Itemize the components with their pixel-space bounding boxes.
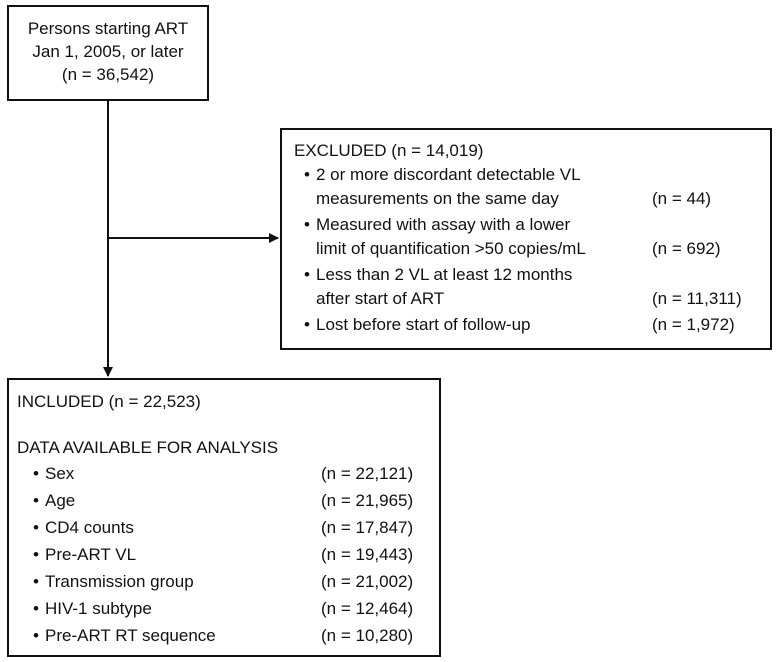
included-box: INCLUDED (n = 22,523) DATA AVAILABLE FOR… <box>7 378 441 657</box>
data-item-count: (n = 12,464) <box>321 599 414 618</box>
data-item: • Sex (n = 22,121) <box>17 460 439 487</box>
bullet: • <box>33 626 39 645</box>
excluded-item-line-1: Less than 2 VL at least 12 months <box>316 265 573 284</box>
excluded-item-count: (n = 44) <box>652 189 712 208</box>
excluded-item: • Less than 2 VL at least 12 months afte… <box>294 263 770 311</box>
excluded-item-line-2: limit of quantification >50 copies/mL <box>316 239 586 258</box>
excluded-item-count: (n = 11,311) <box>652 289 742 308</box>
excluded-item-count: (n = 692) <box>652 239 721 258</box>
bullet: • <box>304 265 310 284</box>
excluded-title: EXCLUDED (n = 14,019) <box>294 141 484 160</box>
start-box: Persons starting ART Jan 1, 2005, or lat… <box>7 5 209 101</box>
included-title: INCLUDED (n = 22,523) <box>17 392 201 411</box>
data-available-heading: DATA AVAILABLE FOR ANALYSIS <box>17 438 279 457</box>
bullet: • <box>33 518 39 537</box>
bullet: • <box>33 599 39 618</box>
bullet: • <box>304 315 310 334</box>
data-item: • CD4 counts (n = 17,847) <box>17 514 439 541</box>
data-item-count: (n = 19,443) <box>321 545 414 564</box>
data-item-label: CD4 counts <box>45 518 134 537</box>
data-item-count: (n = 10,280) <box>321 626 414 645</box>
excluded-item-line-2: measurements on the same day <box>316 189 559 208</box>
excluded-item: • 2 or more discordant detectable VL mea… <box>294 163 770 211</box>
excluded-box: EXCLUDED (n = 14,019) • 2 or more discor… <box>280 128 772 350</box>
data-item-label: Sex <box>45 464 75 483</box>
excluded-item-line-1: Measured with assay with a lower <box>316 215 571 234</box>
data-item: • Pre-ART VL (n = 19,443) <box>17 541 439 568</box>
start-line-1: Persons starting ART <box>27 19 189 38</box>
bullet: • <box>33 464 39 483</box>
data-item-label: Pre-ART RT sequence <box>45 626 216 645</box>
bullet: • <box>304 215 310 234</box>
excluded-item-count: (n = 1,972) <box>652 315 735 334</box>
data-item-count: (n = 21,965) <box>321 491 414 510</box>
data-item: • Age (n = 21,965) <box>17 487 439 514</box>
data-item-label: Pre-ART VL <box>45 545 137 564</box>
bullet: • <box>33 545 39 564</box>
excluded-item: • Lost before start of follow-up (n = 1,… <box>294 313 770 337</box>
data-item: • HIV-1 subtype (n = 12,464) <box>17 595 439 622</box>
data-item: • Transmission group (n = 21,002) <box>17 568 439 595</box>
start-line-3: (n = 36,542) <box>61 65 155 84</box>
data-item-label: HIV-1 subtype <box>45 599 152 618</box>
bullet: • <box>304 165 310 184</box>
data-item-count: (n = 22,121) <box>321 464 414 483</box>
data-item-label: Age <box>45 491 76 510</box>
bullet: • <box>33 491 39 510</box>
data-item: • Pre-ART RT sequence (n = 10,280) <box>17 622 439 649</box>
data-item-count: (n = 21,002) <box>321 572 414 591</box>
data-item-count: (n = 17,847) <box>321 518 414 537</box>
excluded-item: • Measured with assay with a lower limit… <box>294 213 770 261</box>
start-line-2: Jan 1, 2005, or later <box>32 42 184 61</box>
bullet: • <box>33 572 39 591</box>
excluded-item-line-1: Lost before start of follow-up <box>316 315 531 334</box>
data-item-label: Transmission group <box>45 572 194 591</box>
excluded-item-line-1: 2 or more discordant detectable VL <box>316 165 581 184</box>
excluded-item-line-2: after start of ART <box>316 289 445 308</box>
